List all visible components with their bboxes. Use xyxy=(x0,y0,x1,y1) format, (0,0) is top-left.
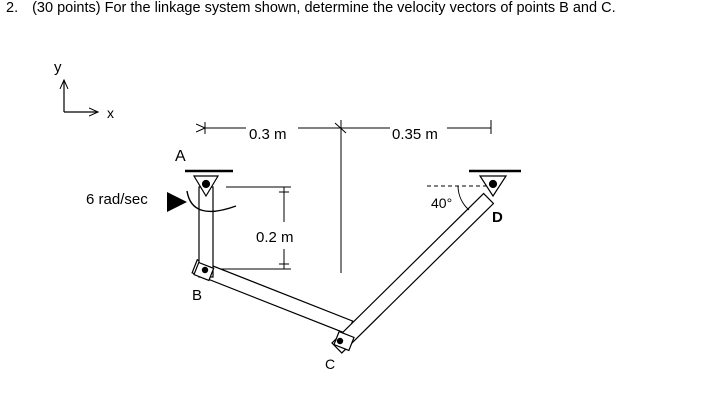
dimension-cd: 0.35 m xyxy=(392,126,438,143)
link-bc xyxy=(191,259,354,335)
dimension-ac: 0.3 m xyxy=(249,126,287,143)
y-axis-label: y xyxy=(54,59,62,76)
angular-velocity-label: 6 rad/sec xyxy=(86,191,148,208)
angular-velocity-arrow xyxy=(167,190,237,213)
point-d-label: D xyxy=(492,209,503,226)
question-body: (30 points) For the linkage system shown… xyxy=(32,0,616,16)
top-dimension-line xyxy=(205,120,492,273)
point-a-label: A xyxy=(175,148,186,165)
coordinate-axes: y x xyxy=(54,59,114,121)
question-text: 2. (30 points) For the linkage system sho… xyxy=(6,0,616,16)
x-axis-label: x xyxy=(107,105,114,121)
point-c-label: C xyxy=(325,356,335,372)
pin-c xyxy=(333,330,355,352)
ground-support-d xyxy=(469,169,521,198)
vertical-dimension-line xyxy=(213,186,291,270)
angle-d-label: 40° xyxy=(431,195,452,211)
angle-d-reference xyxy=(427,185,486,211)
question-number: 2. xyxy=(6,0,19,16)
dimension-ab: 0.2 m xyxy=(256,229,294,246)
point-b-label: B xyxy=(192,287,202,304)
link-cd xyxy=(331,192,495,354)
ground-support-a xyxy=(185,169,233,198)
pin-b xyxy=(193,261,215,282)
